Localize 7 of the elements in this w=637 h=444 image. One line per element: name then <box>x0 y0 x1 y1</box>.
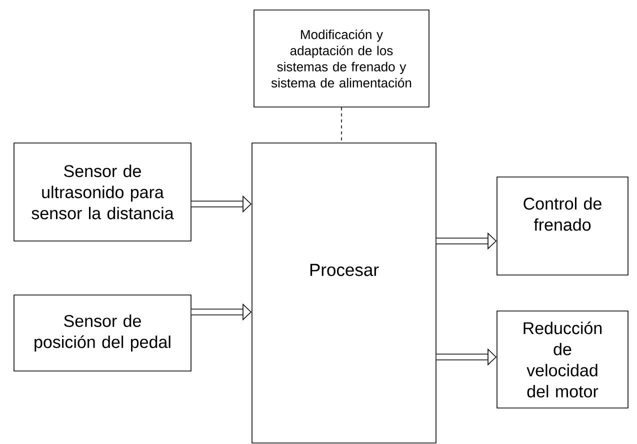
process-box: Control de frenado <box>496 176 628 276</box>
process-box: Modificación y adaptación de los sistemas de frenado y sistema de alimentación <box>254 10 430 108</box>
process-box: Sensor de posición del pedal <box>14 294 192 372</box>
connector-line <box>341 107 342 143</box>
process-box: Reducción de velocidad del motor <box>496 310 628 408</box>
process-box: Sensor de ultrasonido para sensor la distancia <box>14 142 192 242</box>
process-box: Procesar <box>252 142 436 444</box>
